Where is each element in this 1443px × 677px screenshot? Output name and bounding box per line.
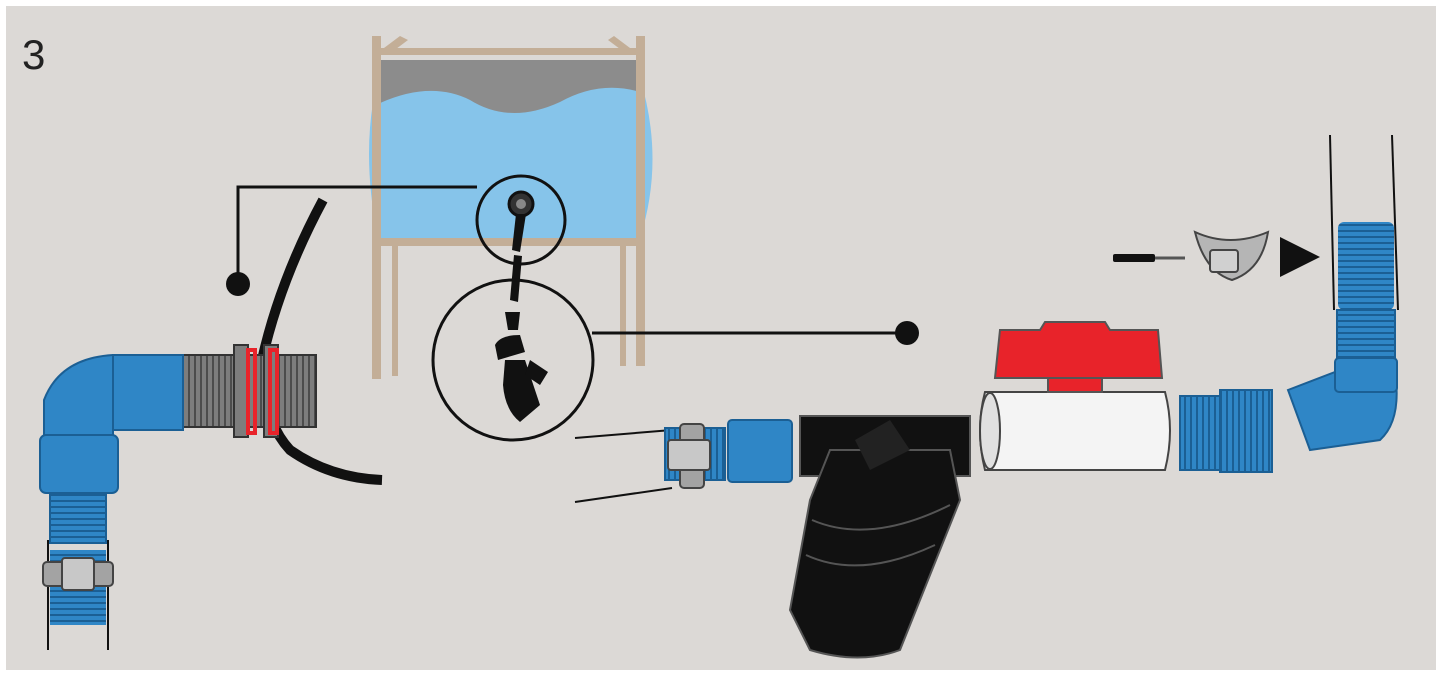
hose-left bbox=[48, 540, 108, 650]
hose-middle bbox=[575, 430, 672, 502]
hose-right bbox=[1330, 135, 1398, 310]
elbow-fitting-icon bbox=[1288, 310, 1397, 450]
bulkhead-fitting-icon bbox=[181, 345, 316, 437]
filter-detail-circle bbox=[433, 280, 593, 440]
hose-clamp-icon bbox=[1195, 232, 1268, 280]
tank-wall-section bbox=[262, 200, 382, 480]
threaded-adapter-icon bbox=[1180, 390, 1272, 472]
valve-handle bbox=[995, 322, 1162, 378]
ball-valve-icon bbox=[980, 322, 1170, 470]
y-filter-icon bbox=[790, 416, 970, 658]
hose-clamp-icon bbox=[43, 558, 113, 590]
screwdriver-icon bbox=[1113, 254, 1185, 262]
elbow-fitting-icon bbox=[40, 355, 183, 543]
